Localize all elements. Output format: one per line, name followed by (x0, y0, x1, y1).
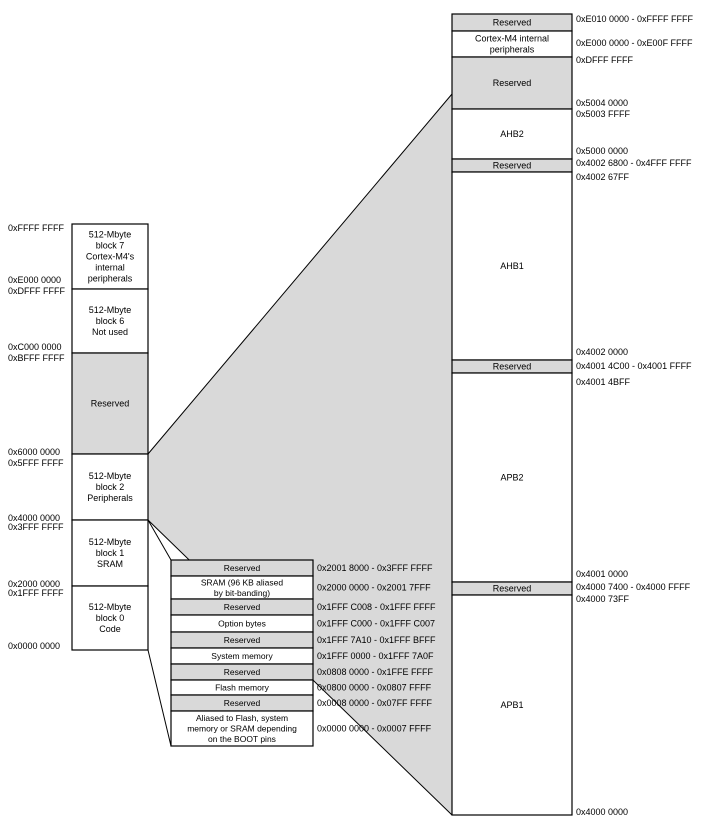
peripheral-region-block (451, 372, 573, 583)
peripheral-region-block-label: APB2 (500, 473, 523, 483)
memory-block-label: Code (99, 624, 121, 634)
peripheral-address: 0x4000 7400 - 0x4000 FFFF (576, 582, 691, 592)
code-region-block-label: on the BOOT pins (208, 734, 276, 744)
peripheral-region-block-label: AHB1 (500, 261, 524, 271)
peripheral-address: 0x4002 6800 - 0x4FFF FFFF (576, 158, 692, 168)
peripheral-region-block (451, 30, 573, 58)
peripheral-region-block-label: APB1 (500, 700, 523, 710)
code-region-address: 0x2000 0000 - 0x2001 7FFF (317, 583, 431, 593)
code-region-address: 0x0808 0000 - 0x1FFE FFFF (317, 667, 434, 677)
code-region-block-label: SRAM (96 KB aliased (201, 577, 283, 587)
memory-block-label: Peripherals (87, 493, 133, 503)
code-region-block-label: Reserved (224, 563, 261, 573)
memory-block-label: block 7 (96, 241, 125, 251)
memory-block-label: block 6 (96, 316, 125, 326)
code-region-address: 0x0008 0000 - 0x07FF FFFF (317, 698, 433, 708)
code-region-address: 0x2001 8000 - 0x3FFF FFFF (317, 563, 433, 573)
peripheral-region-block (451, 594, 573, 816)
peripheral-region-block-label: Reserved (493, 18, 532, 28)
memory-block-label: internal (95, 263, 125, 273)
peripheral-region-block (451, 56, 573, 110)
code-region-block-label: Aliased to Flash, system (196, 713, 288, 723)
peripheral-region-block-label: Reserved (493, 362, 532, 372)
zoom-line-top (147, 93, 453, 455)
block-address: 0xBFFF FFFF (8, 353, 65, 363)
memory-block-label: 512-Mbyte (89, 537, 132, 547)
code-region-block-label: System memory (211, 651, 273, 661)
peripheral-address: 0x4001 4C00 - 0x4001 FFFF (576, 361, 692, 371)
block-address: 0x2000 0000 (8, 579, 60, 589)
code-region-address: 0x1FFF C008 - 0x1FFF FFFF (317, 602, 436, 612)
block-address: 0x6000 0000 (8, 447, 60, 457)
code-region-block-label: Reserved (224, 698, 261, 708)
peripheral-region-block-label: Reserved (493, 78, 532, 88)
peripheral-region-block (451, 108, 573, 160)
code-region-block-label: Reserved (224, 602, 261, 612)
block-address: 0x5FFF FFFF (8, 458, 64, 468)
peripheral-region-block-label: Reserved (493, 161, 532, 171)
block-address: 0xC000 0000 (8, 342, 62, 352)
block-address: 0xDFFF FFFF (8, 286, 65, 296)
peripheral-region-block (451, 171, 573, 361)
peripheral-region-block-label: Cortex-M4 internal (475, 34, 549, 44)
memory-block-label: block 2 (96, 482, 125, 492)
peripheral-address: 0x4001 4BFF (576, 377, 631, 387)
block-address: 0xE000 0000 (8, 275, 61, 285)
code-region-block (170, 710, 314, 747)
block-address: 0x1FFF FFFF (8, 588, 64, 598)
code-region-address: 0x1FFF 0000 - 0x1FFF 7A0F (317, 651, 434, 661)
zoom-line-sram-top (147, 519, 172, 561)
memory-block (71, 453, 149, 521)
zoom-wedge-peripherals (148, 94, 452, 815)
memory-block (71, 223, 149, 290)
memory-block-label: peripherals (88, 274, 133, 284)
peripheral-address: 0x5003 FFFF (576, 109, 631, 119)
code-region-address: 0x0000 0000 - 0x0007 FFFF (317, 724, 432, 734)
code-region-block-label: memory or SRAM depending (187, 724, 297, 734)
code-region-address: 0x1FFF 7A10 - 0x1FFF BFFF (317, 635, 436, 645)
memory-block-label: SRAM (97, 559, 123, 569)
peripheral-address: 0xE000 0000 - 0xE00F FFFF (576, 38, 693, 48)
peripheral-address: 0x4002 67FF (576, 172, 630, 182)
code-region-block-label: by bit-banding) (214, 588, 270, 598)
peripheral-address: 0xDFFF FFFF (576, 55, 633, 65)
peripheral-address: 0x4001 0000 (576, 569, 628, 579)
code-region-block-label: Reserved (224, 635, 261, 645)
peripheral-address: 0x5000 0000 (576, 146, 628, 156)
code-region-block-label: Option bytes (218, 619, 266, 629)
zoom-line-code-bottom (147, 649, 172, 747)
memory-block (71, 352, 149, 455)
memory-block-label: 512-Mbyte (89, 471, 132, 481)
block-address: 0x3FFF FFFF (8, 522, 64, 532)
peripheral-address: 0x4000 0000 (576, 807, 628, 817)
code-region-address: 0x1FFF C000 - 0x1FFF C007 (317, 619, 435, 629)
memory-block (71, 519, 149, 587)
memory-block-label: Cortex-M4's (86, 252, 135, 262)
block-address: 0x0000 0000 (8, 641, 60, 651)
memory-block-label: Reserved (91, 399, 130, 409)
peripheral-region-block-label: peripherals (490, 45, 535, 55)
code-region-block-label: Reserved (224, 667, 261, 677)
peripheral-address: 0x4002 0000 (576, 347, 628, 357)
memory-block-label: 512-Mbyte (89, 305, 132, 315)
code-region-block-label: Flash memory (215, 683, 270, 693)
peripheral-region-block-label: AHB2 (500, 129, 524, 139)
peripheral-region-block-label: Reserved (493, 584, 532, 594)
block-address: 0x4000 0000 (8, 513, 60, 523)
memory-block-label: 512-Mbyte (89, 602, 132, 612)
memory-block-label: 512-Mbyte (89, 230, 132, 240)
memory-block (71, 585, 149, 651)
memory-block-label: Not used (92, 327, 128, 337)
peripheral-address: 0x5004 0000 (576, 98, 628, 108)
peripheral-address: 0xE010 0000 - 0xFFFF FFFF (576, 14, 694, 24)
code-region-address: 0x0800 0000 - 0x0807 FFFF (317, 683, 432, 693)
memory-block-label: block 0 (96, 613, 125, 623)
block-address: 0xFFFF FFFF (8, 223, 64, 233)
peripheral-address: 0x4000 73FF (576, 594, 630, 604)
memory-block-label: block 1 (96, 548, 125, 558)
